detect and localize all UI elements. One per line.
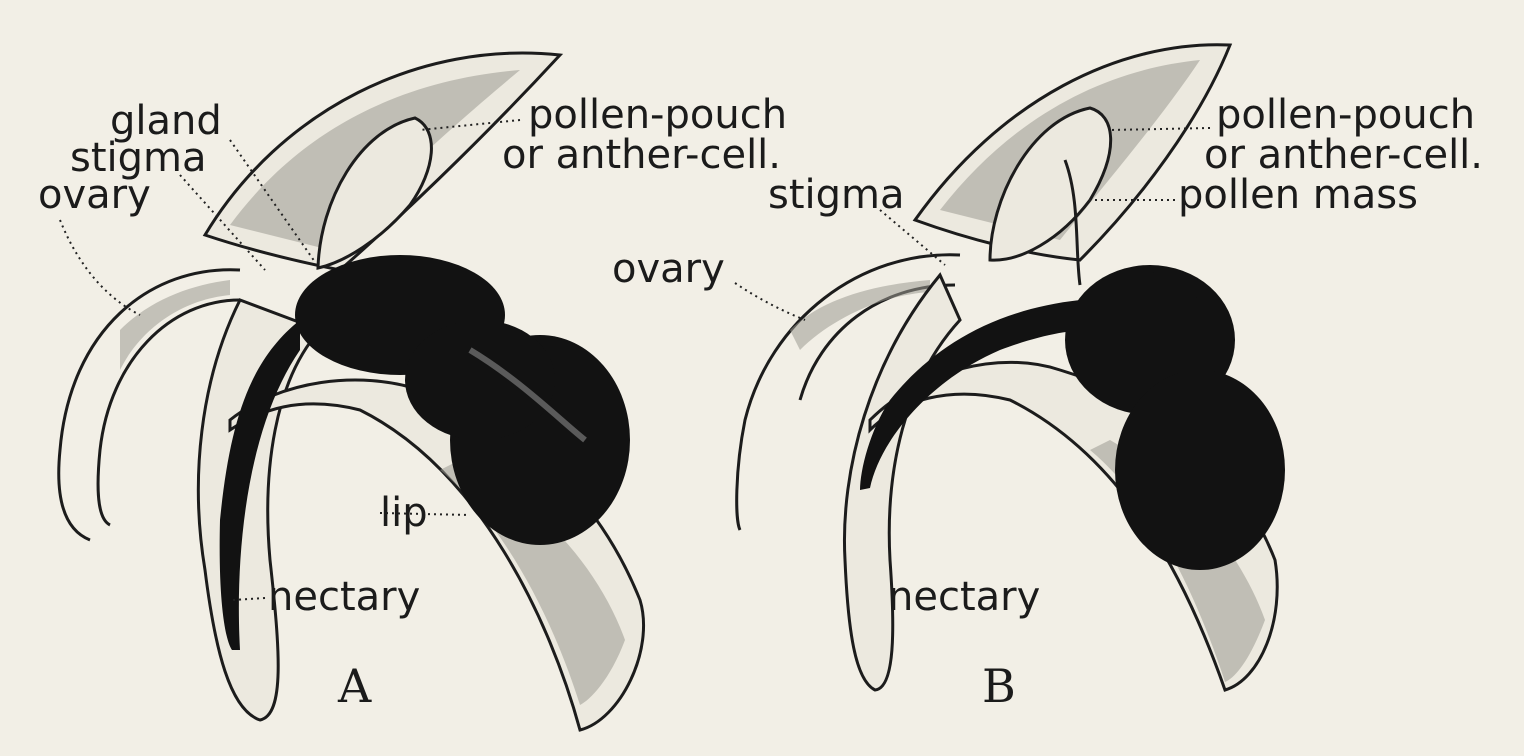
label-pollen-pouch-a-line2: or anther-cell. (502, 132, 781, 178)
label-pollen-pouch-a-line1: pollen-pouch (528, 92, 787, 138)
label-nectary-b: nectary (888, 574, 1040, 620)
panel-letter-b: B (982, 659, 1016, 713)
column-a (196, 298, 323, 722)
label-stigma-b: stigma (768, 172, 905, 218)
label-pollen-pouch-b-line2: or anther-cell. (1204, 132, 1483, 178)
leaders-b (734, 127, 1211, 321)
label-pollen-pouch-b-line1: pollen-pouch (1216, 92, 1475, 138)
anther-cell-b (988, 106, 1113, 262)
label-nectary-a: nectary (268, 574, 420, 620)
panel-a (57, 51, 645, 732)
label-pollen-mass-b: pollen mass (1178, 172, 1418, 218)
label-stigma-a: stigma (70, 135, 207, 181)
leaders-a (59, 119, 521, 601)
pollen-mass-b (1063, 159, 1082, 286)
label-gland-a: gland (110, 98, 222, 144)
label-ovary-a: ovary (38, 172, 151, 218)
label-lip-a: lip (380, 490, 428, 536)
column-b (842, 272, 962, 692)
panel-b (735, 43, 1285, 692)
label-ovary-b: ovary (612, 246, 725, 292)
bee-b (860, 265, 1285, 570)
anther-cell-a (316, 116, 433, 270)
ovary-tube-a (57, 268, 241, 542)
bee-a (219, 255, 630, 650)
panel-letter-a: A (337, 659, 372, 713)
